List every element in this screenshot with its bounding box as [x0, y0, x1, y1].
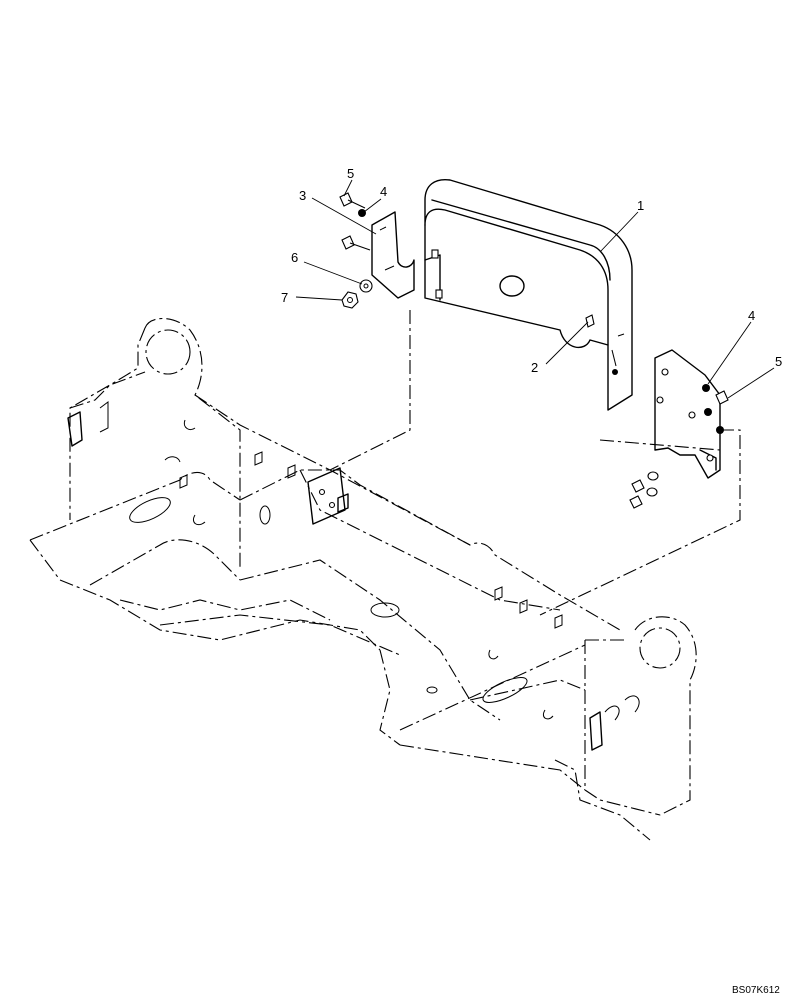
- callout-7: 7: [281, 290, 288, 305]
- nut: [341, 291, 359, 309]
- callout-1: 1: [637, 198, 644, 213]
- drawing-code: BS07K612: [732, 985, 780, 996]
- callout-6: 6: [291, 250, 298, 265]
- stud: [585, 314, 595, 328]
- callout-5-right: 5: [775, 354, 782, 369]
- flat-washer: [359, 279, 373, 293]
- callout-4-left: 4: [380, 184, 387, 199]
- washer: [358, 209, 724, 509]
- frame-details: [67, 401, 640, 751]
- callout-3: 3: [299, 188, 306, 203]
- right-bracket: [654, 349, 721, 479]
- left-bracket: [371, 211, 415, 299]
- callout-2: 2: [531, 360, 538, 375]
- callout-labels: 1 2 3 4 4 5 5 6 7: [281, 166, 782, 375]
- chassis-frame-outline: [29, 310, 741, 841]
- cover-shield: [424, 178, 633, 411]
- leader-lines: [295, 179, 775, 399]
- callout-4-right: 4: [748, 308, 755, 323]
- callout-5-left: 5: [347, 166, 354, 181]
